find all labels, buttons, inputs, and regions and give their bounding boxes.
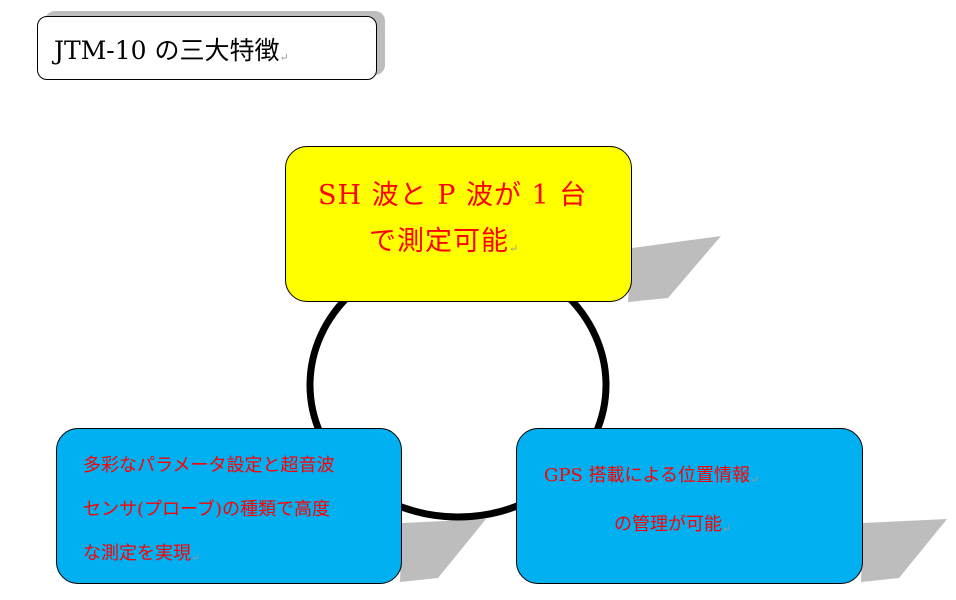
feature-left-line-1: 多彩なパラメータ設定と超音波 [83, 455, 335, 476]
title-text: JTM-10 の三大特徴↵ [54, 31, 289, 67]
feature-right-line-1: GPS 搭載による位置情報↵ [544, 461, 759, 487]
feature-top-line-2-text: で測定可能 [369, 226, 509, 257]
feature-top-line-1: SH 波と P 波が 1 台 [318, 180, 588, 211]
paragraph-mark-icon: ↵ [279, 51, 289, 64]
right-box-shadow [861, 519, 947, 582]
left-box-shadow [400, 519, 486, 582]
paragraph-mark-icon: ↵ [509, 242, 520, 255]
feature-right-line-1-text: GPS 搭載による位置情報 [544, 465, 751, 486]
top-box-shadow [628, 236, 721, 302]
feature-top-line-2: で測定可能↵ [369, 219, 519, 258]
feature-left-line-3: な測定を実現↵ [83, 539, 200, 565]
title-label: JTM-10 の三大特徴 [54, 36, 280, 65]
feature-right-line-2-text: の管理が可能 [614, 514, 722, 535]
feature-left-line-3-text: な測定を実現 [83, 543, 191, 564]
feature-box-left [56, 428, 402, 584]
paragraph-mark-icon: ↵ [722, 522, 732, 535]
title-box [37, 16, 377, 80]
paragraph-mark-icon: ↵ [191, 551, 201, 564]
paragraph-mark-icon: ↵ [750, 473, 760, 486]
feature-box-right [516, 428, 863, 584]
feature-right-line-2: の管理が可能↵ [614, 510, 731, 536]
feature-left-line-2: センサ(プローブ)の種類で高度 [83, 499, 330, 520]
feature-box-top [285, 146, 632, 302]
